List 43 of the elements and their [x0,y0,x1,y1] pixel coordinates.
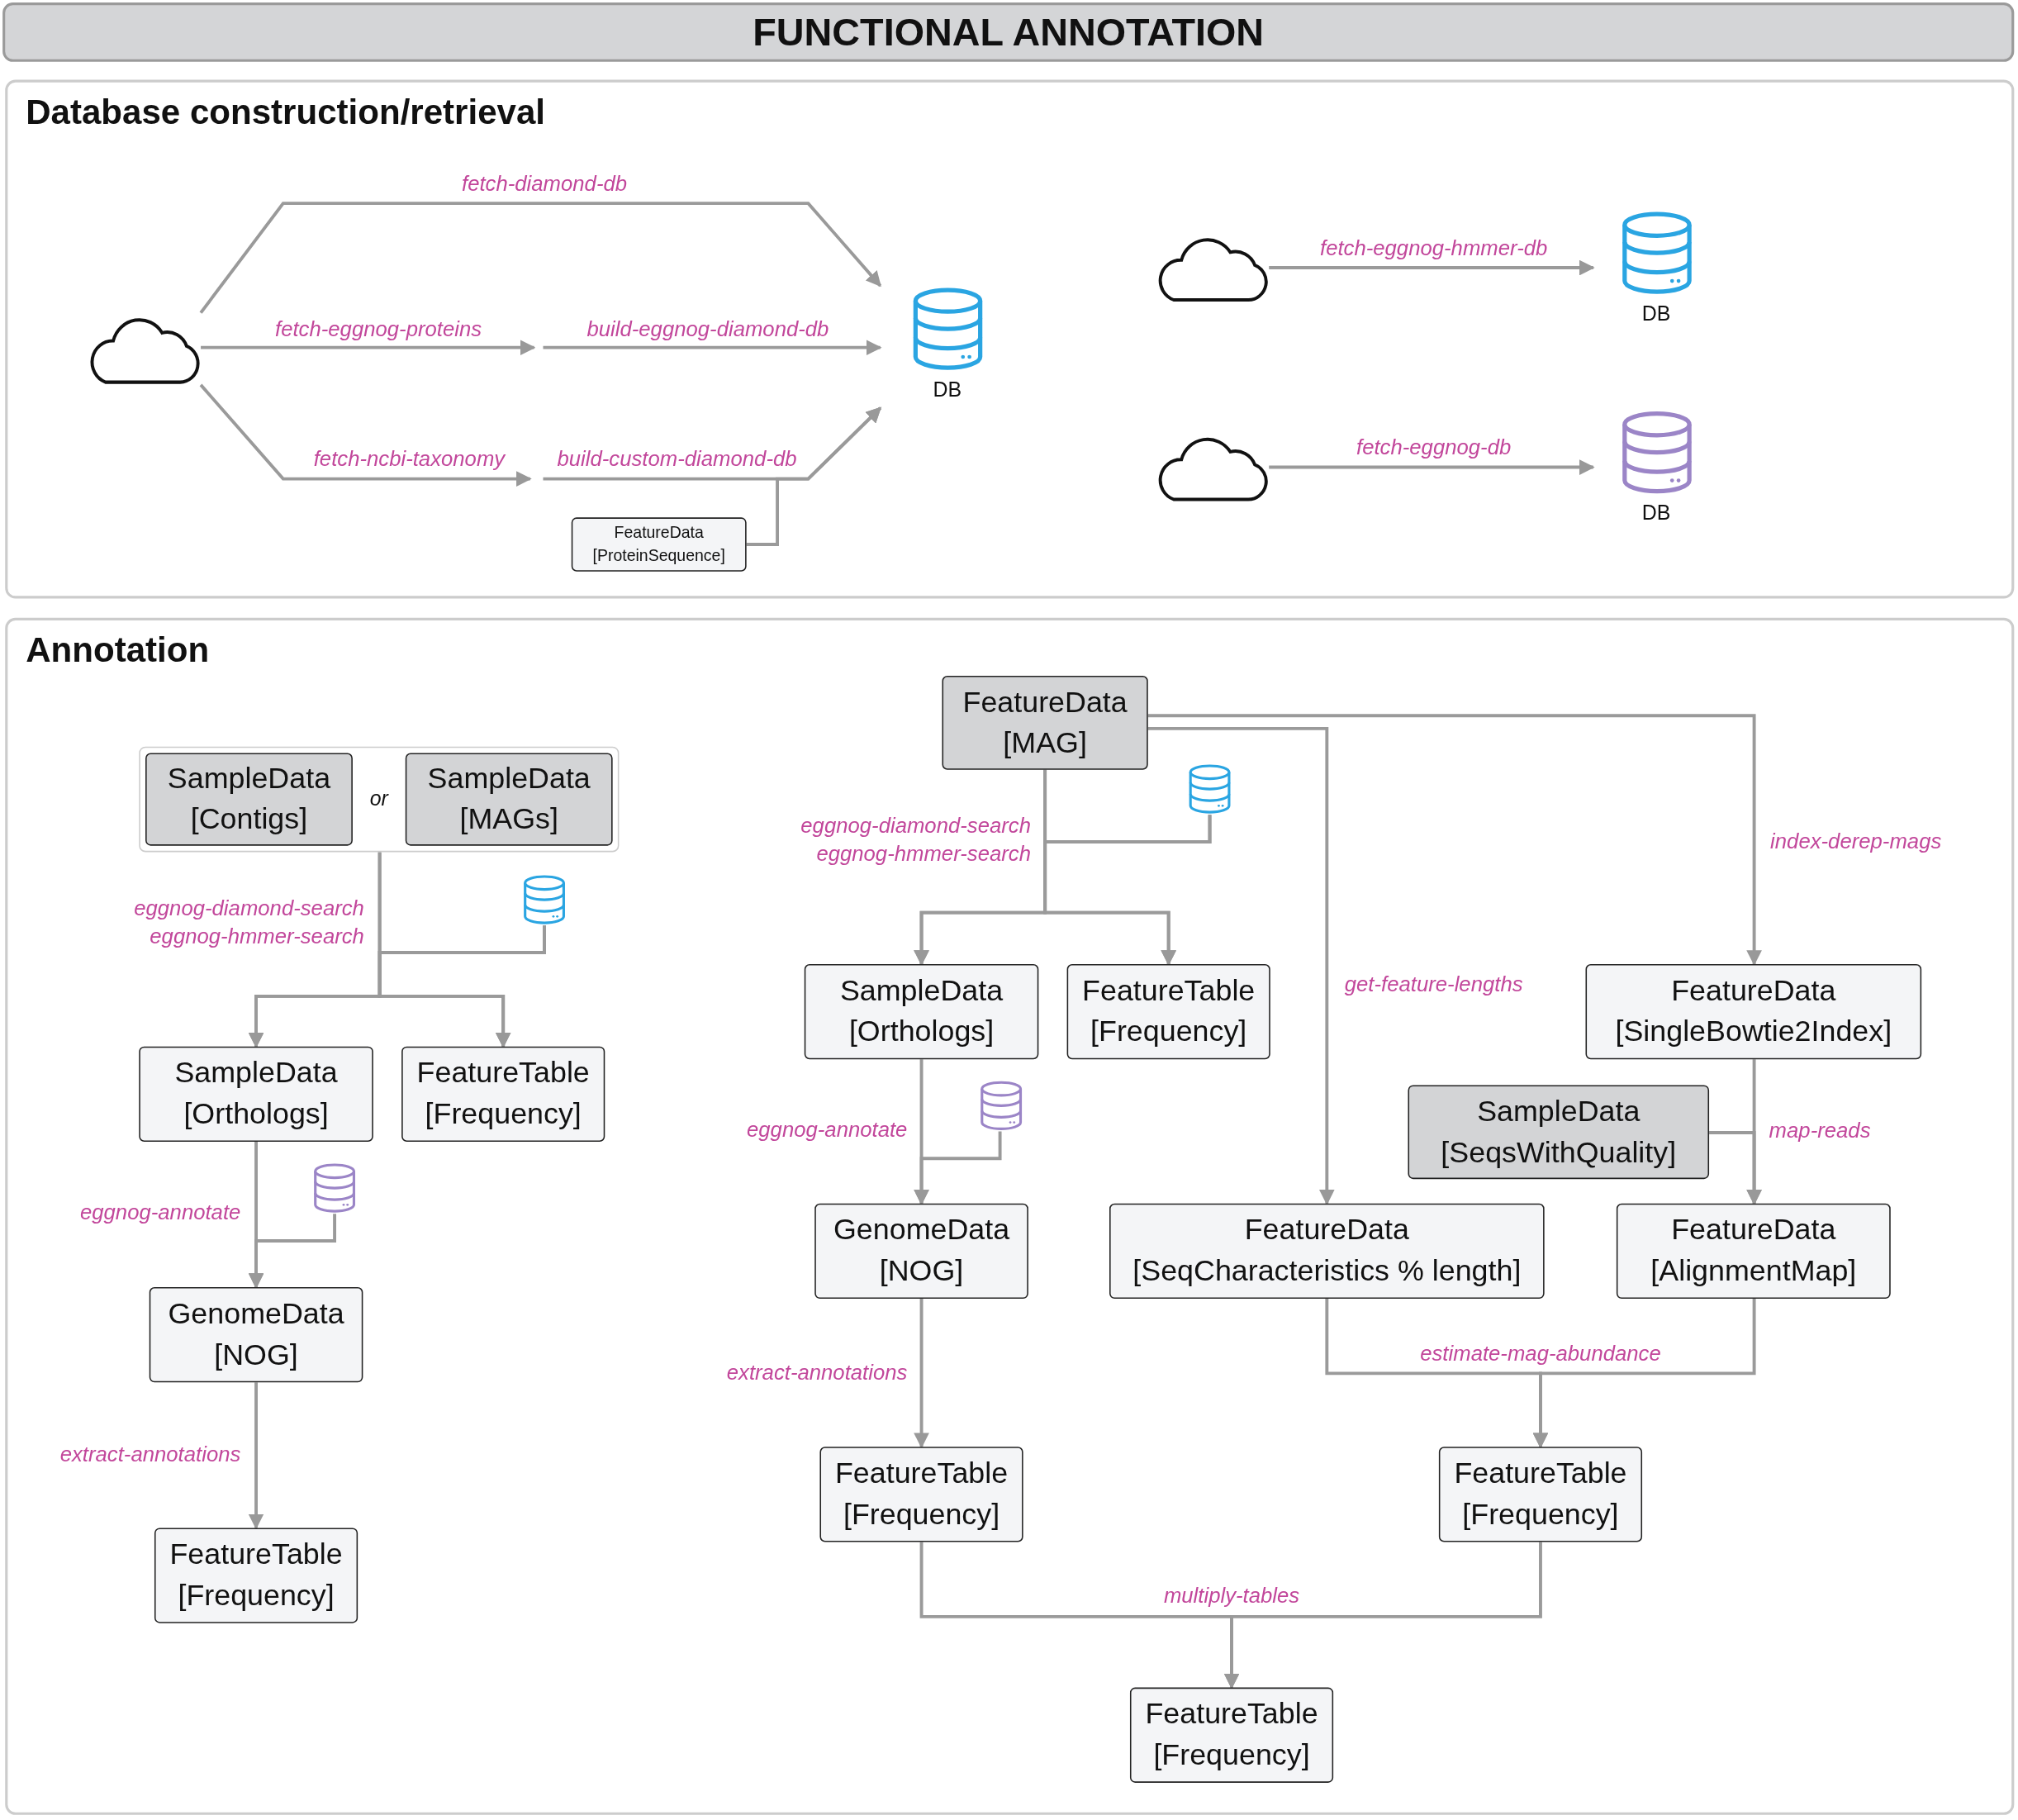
database-label: DB [1641,302,1672,326]
arrow [1269,259,1595,276]
arrow [1269,459,1595,475]
data-type-box: FeatureData [SeqCharacteristics % length] [1109,1203,1545,1300]
arrow [377,925,546,1048]
data-type-box: SampleData [Orthologs] [139,1046,373,1142]
data-type-box: SampleData [Orthologs] [804,963,1039,1060]
data-type-box: GenomeData [NOG] [814,1203,1028,1300]
arrow [1147,714,1762,966]
data-type-box: FeatureTable [Frequency] [154,1528,358,1623]
arrow [543,340,882,355]
data-type-box: FeatureTable [Frequency] [1066,963,1270,1060]
database-label: DB [1641,501,1672,525]
arrow [1147,726,1335,1205]
data-type-box: FeatureData [SingleBowtie2Index] [1585,963,1922,1060]
data-type-box: FeatureTable [Frequency] [1129,1687,1334,1783]
database-icon [979,1080,1023,1132]
database-icon [312,1162,357,1214]
arrow [199,202,882,314]
data-type-box: FeatureTable [Frequency] [1438,1447,1643,1542]
database-label: DB [932,378,962,402]
data-type-box: GenomeData [NOG] [149,1287,363,1383]
arrow [199,383,532,487]
arrow [201,340,536,355]
data-type-box: SampleData [MAGs] [405,753,613,846]
database-icon [522,873,567,926]
diagram-title: FUNCTIONAL ANNOTATION [753,10,1265,55]
section-heading: Database construction/retrieval [26,93,546,133]
data-type-box: FeatureData [MAG] [942,675,1148,770]
arrow [746,406,882,546]
arrow [914,1131,1002,1205]
or-text: or [369,787,388,811]
data-type-box: FeatureData [ProteinSequence] [571,517,747,572]
group-box [139,746,620,853]
database-icon [1188,763,1232,815]
section-heading: Annotation [26,630,210,671]
data-type-box: FeatureData [AlignmentMap] [1616,1203,1891,1300]
data-type-box: SampleData [SeqsWithQuality] [1408,1085,1710,1180]
data-type-box: FeatureTable [Frequency] [819,1447,1023,1542]
arrow [1043,815,1212,966]
arrow [1709,1131,1762,1205]
data-type-box: FeatureTable [Frequency] [401,1046,605,1142]
data-type-box: SampleData [Contigs] [145,753,353,846]
